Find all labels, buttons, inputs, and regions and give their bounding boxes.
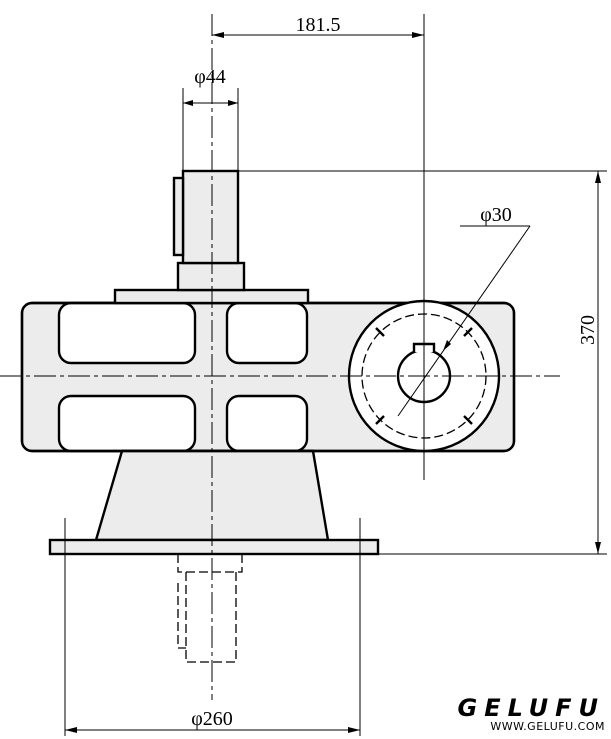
watermark-logo: GELUFU bbox=[457, 694, 605, 722]
dimension-bore-diameter: φ30 bbox=[397, 204, 531, 417]
housing-recess-top-left bbox=[57, 301, 197, 365]
watermark-url: WWW.GELUFU.COM bbox=[490, 720, 605, 733]
center-lines bbox=[0, 14, 560, 700]
dimension-shaft-diameter-label: φ44 bbox=[194, 66, 226, 88]
housing-recess-bottom-left bbox=[57, 394, 197, 453]
dimension-bore-diameter-label: φ30 bbox=[480, 204, 512, 226]
dimension-flange-diameter-label: φ260 bbox=[191, 708, 233, 730]
hidden-lower-shaft bbox=[177, 554, 243, 663]
dimension-height: 370 bbox=[238, 170, 607, 555]
dimension-offset-label: 181.5 bbox=[296, 14, 341, 36]
dimension-height-label: 370 bbox=[577, 315, 599, 345]
housing-recess-top-right bbox=[225, 301, 309, 365]
dimension-flange-diameter: φ260 bbox=[64, 518, 361, 736]
base-support bbox=[48, 449, 380, 556]
dimension-shaft-diameter: φ44 bbox=[182, 66, 239, 171]
dimension-offset: 181.5 bbox=[212, 14, 424, 38]
watermark: GELUFU WWW.GELUFU.COM bbox=[458, 696, 605, 733]
housing-recess-bottom-right bbox=[225, 394, 309, 453]
